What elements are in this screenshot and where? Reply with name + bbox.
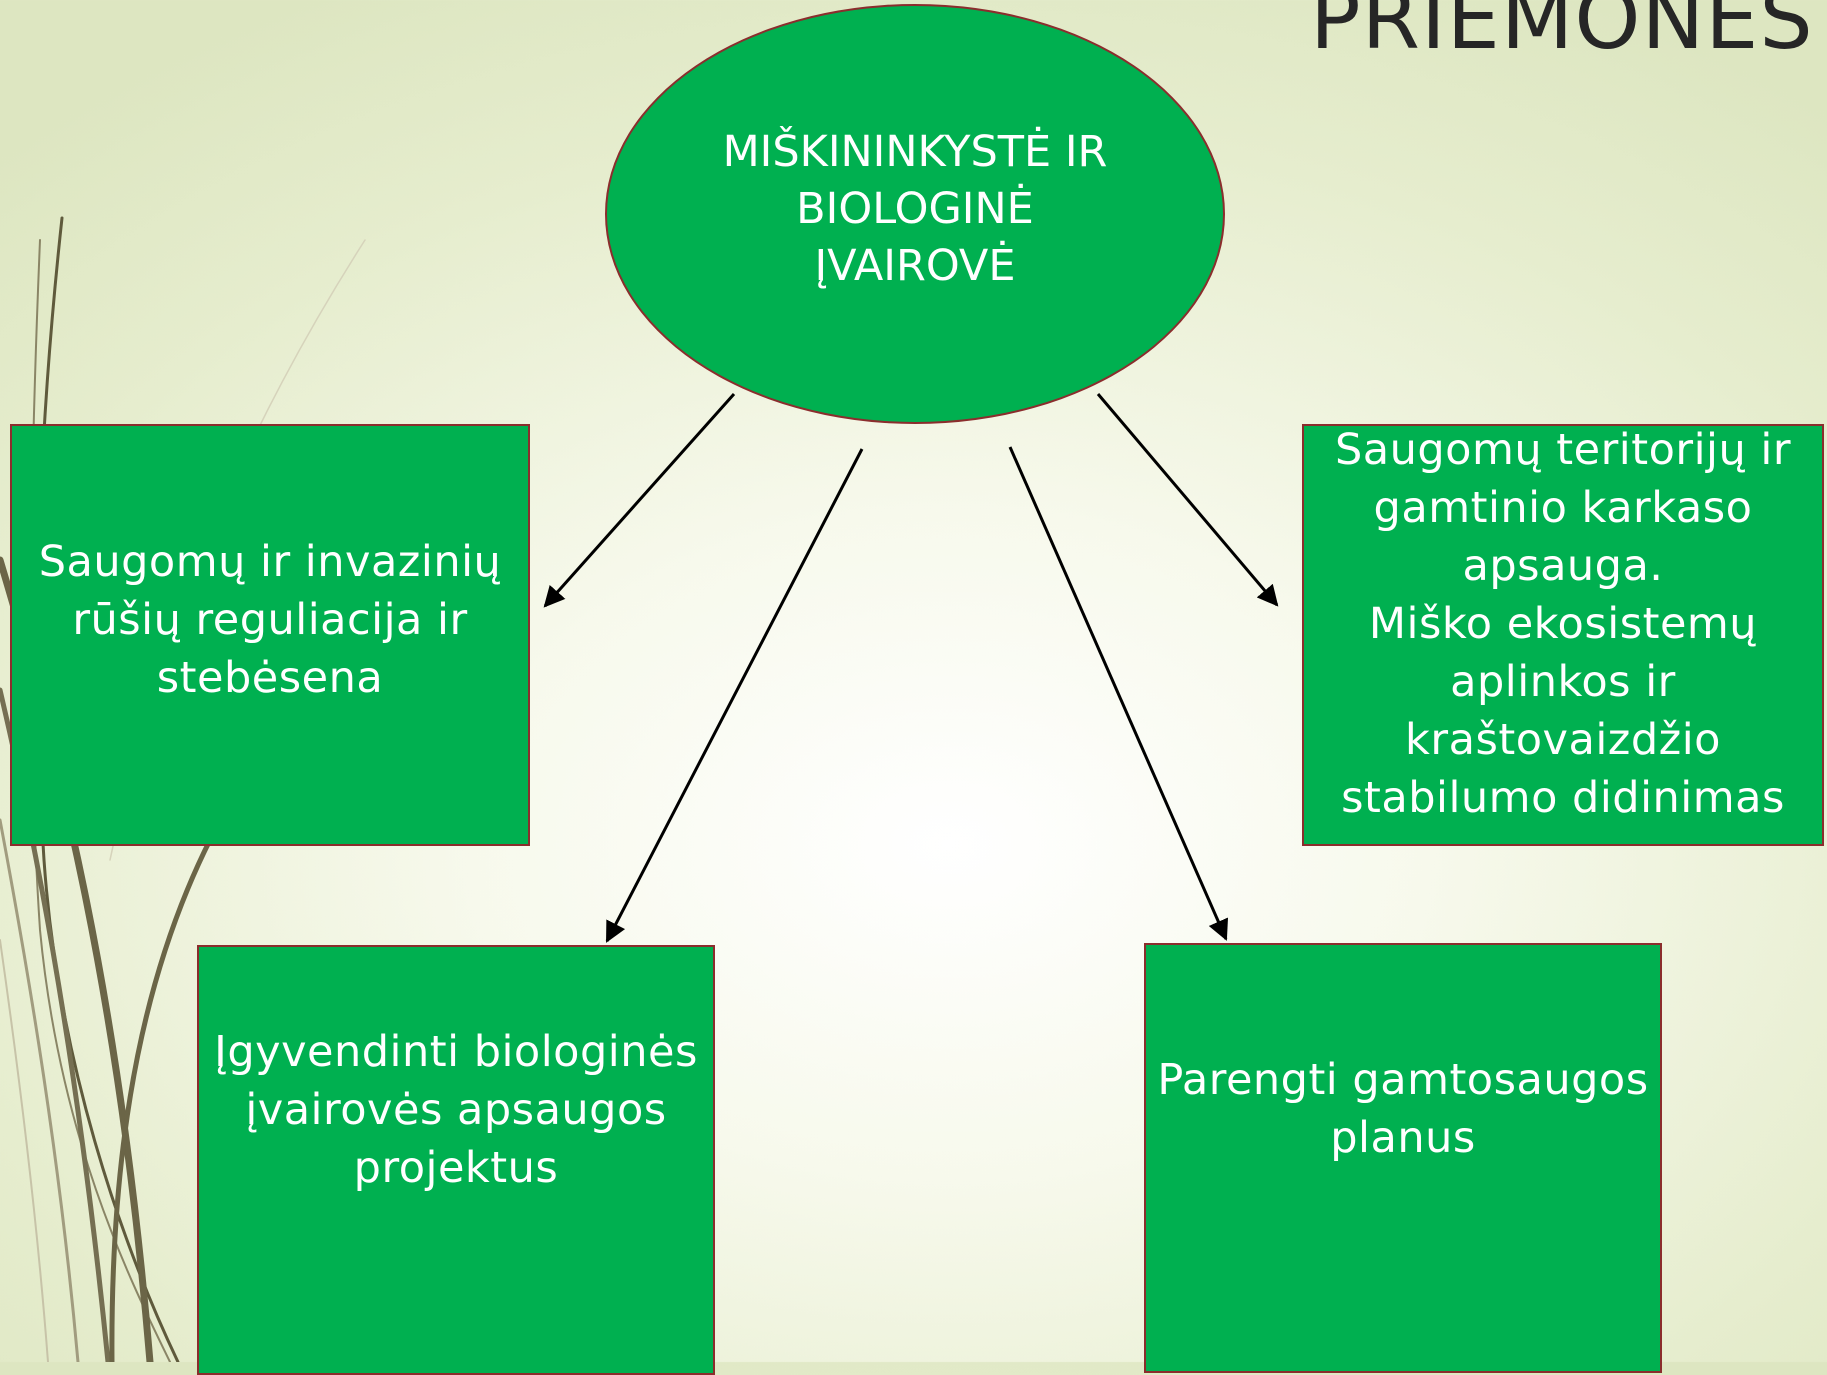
node-box-right: Saugomų teritorijų ir gamtinio karkaso a…: [1302, 424, 1824, 846]
node-label: Saugomų ir invazinių rūšių reguliacija i…: [38, 537, 502, 703]
grass-blade: [36, 216, 180, 1362]
center-node-label: MIŠKININKYSTĖ IR BIOLOGINĖ ĮVAIROVĖ: [722, 126, 1108, 291]
arrow-to-left-box: [543, 393, 736, 608]
arrow-to-bottom-left-box: [605, 448, 864, 943]
node-box-bottom-right: Parengti gamtosaugos planus: [1144, 943, 1662, 1373]
arrow-to-bottom-right-box: [1008, 446, 1229, 941]
slide-title: PRIEMONĖS: [1310, 0, 1814, 68]
node-label: Saugomų teritorijų ir gamtinio karkaso a…: [1334, 425, 1792, 823]
center-node: MIŠKININKYSTĖ IR BIOLOGINĖ ĮVAIROVĖ: [605, 4, 1225, 424]
node-label: Parengti gamtosaugos planus: [1157, 1055, 1649, 1163]
arrow-to-right-box: [1096, 393, 1279, 607]
node-box-bottom-left: Įgyvendinti biologinės įvairovės apsaugo…: [197, 945, 715, 1375]
node-box-left: Saugomų ir invazinių rūšių reguliacija i…: [10, 424, 530, 846]
grass-blade: [109, 837, 213, 1362]
grass-blade: [0, 818, 80, 1362]
node-label: Įgyvendinti biologinės įvairovės apsaugo…: [214, 1027, 698, 1193]
grass-blade: [0, 939, 49, 1362]
